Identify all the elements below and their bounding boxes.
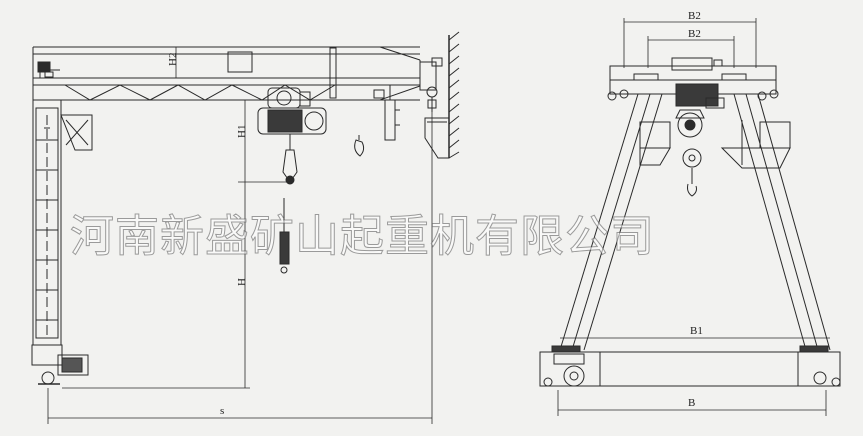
top-hoist (675, 83, 725, 197)
dim-label-b: B (688, 397, 695, 409)
lower-hook-block (279, 198, 290, 274)
wall-hatching (448, 31, 460, 159)
gantry-leg (31, 99, 93, 385)
b-dimension-line (557, 390, 827, 416)
dim-label-h1: H1 (236, 125, 248, 138)
company-watermark: 河南新盛矿山起重机有限公司 (70, 211, 655, 263)
electric-hoist-trolley (257, 87, 385, 185)
wall-end-carriage (419, 57, 443, 112)
main-girder (32, 46, 421, 101)
a-frame-end-view (539, 18, 841, 416)
dim-label-b2-upper: B2 (688, 10, 701, 22)
pendant-control (354, 85, 400, 157)
dim-label-h2: H2 (167, 53, 179, 66)
dimension-lines (47, 47, 433, 424)
dim-label-s: s (220, 405, 224, 417)
dim-label-h: H (236, 278, 248, 286)
dim-label-b1: B1 (690, 325, 703, 337)
runway-corbel (424, 117, 450, 159)
dim-label-b2-lower: B2 (688, 28, 701, 40)
semi-gantry-side-view (31, 31, 460, 424)
a-frame-legs (559, 93, 831, 351)
b2-dimension-lines (623, 18, 757, 68)
base-beam (539, 337, 841, 387)
